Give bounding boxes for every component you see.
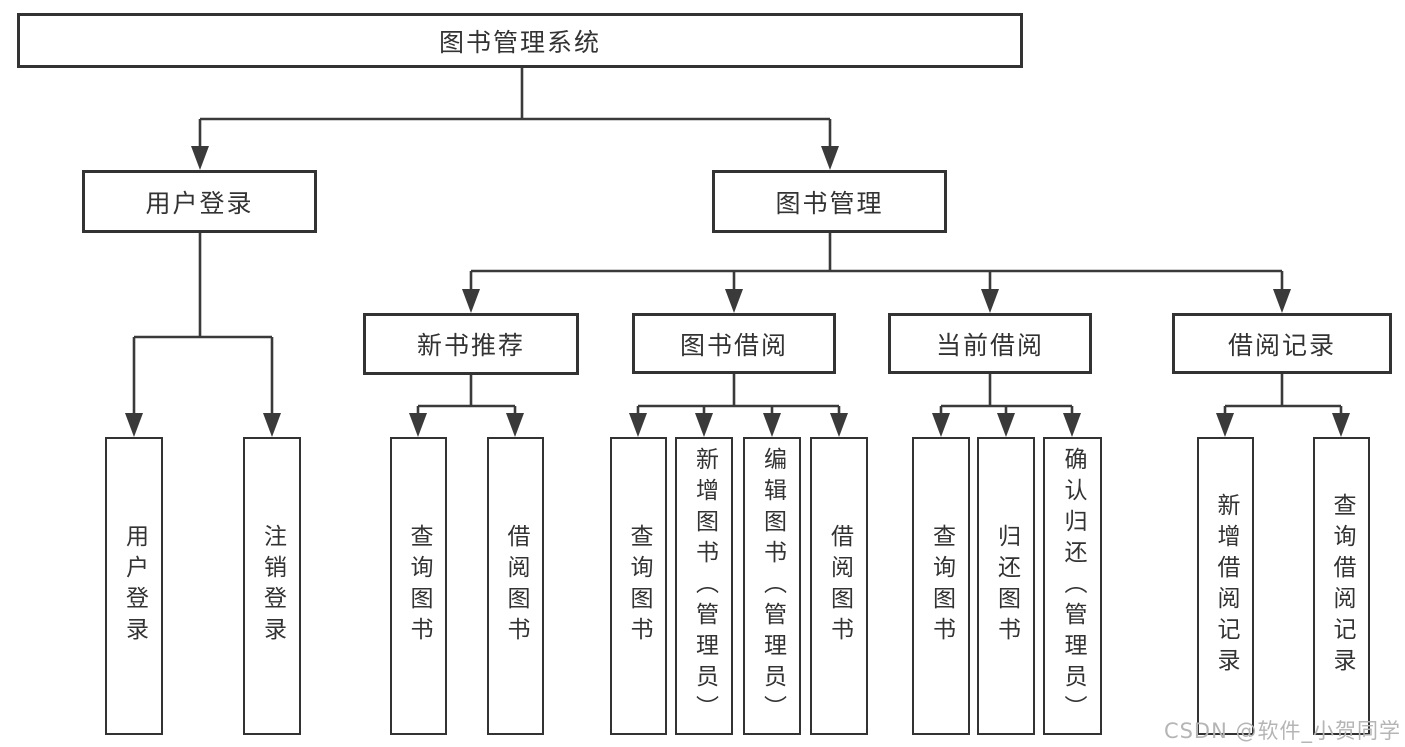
leaf-query-books-1: 查询图书 (390, 437, 447, 735)
node-label: 查询图书 (626, 524, 652, 648)
leaf-query-books-2: 查询图书 (610, 437, 667, 735)
leaf-logout: 注销登录 (243, 437, 301, 735)
leaf-add-book-admin: 新增图书（管理员） (675, 437, 733, 735)
node-label: 查询图书 (406, 524, 432, 648)
node-label: 当前借阅 (935, 330, 1044, 360)
node-borrowing-records: 借阅记录 (1172, 313, 1392, 374)
leaf-return-book: 归还图书 (977, 437, 1035, 735)
node-label: 查询图书 (928, 524, 955, 648)
node-label: 新增图书（管理员） (691, 446, 718, 726)
node-user-login: 用户登录 (82, 170, 317, 233)
node-label: 用户登录 (145, 188, 254, 218)
node-label: 注销登录 (259, 524, 286, 648)
csdn-watermark: CSDN @软件_小贺同学 (1163, 719, 1401, 743)
leaf-borrow-books-2: 借阅图书 (810, 437, 868, 735)
node-label: 用户登录 (121, 524, 148, 648)
node-label: 查询借阅记录 (1329, 493, 1355, 679)
leaf-edit-book-admin: 编辑图书（管理员） (743, 437, 801, 735)
node-label: 借阅图书 (503, 524, 529, 648)
node-book-management: 图书管理 (712, 170, 947, 233)
leaf-borrow-books-1: 借阅图书 (487, 437, 544, 735)
node-new-book-recommendation: 新书推荐 (363, 313, 579, 375)
leaf-query-borrow-record: 查询借阅记录 (1313, 437, 1370, 735)
node-label: 图书借阅 (679, 330, 788, 360)
leaf-confirm-return-admin: 确认归还（管理员） (1043, 437, 1102, 735)
node-label: 新书推荐 (416, 331, 525, 360)
leaf-add-borrow-record: 新增借阅记录 (1197, 437, 1254, 735)
node-label: 归还图书 (993, 524, 1020, 648)
node-label: 图书管理系统 (438, 27, 601, 57)
node-label: 编辑图书（管理员） (759, 446, 786, 726)
leaf-user-login: 用户登录 (105, 437, 163, 735)
node-label: 借阅图书 (826, 524, 853, 648)
leaf-query-books-3: 查询图书 (912, 437, 970, 735)
node-library-management-system: 图书管理系统 (17, 13, 1023, 68)
node-label: 借阅记录 (1227, 330, 1336, 360)
node-label: 新增借阅记录 (1213, 493, 1239, 679)
node-label: 图书管理 (775, 188, 884, 218)
node-current-borrowing: 当前借阅 (888, 313, 1092, 374)
node-label: 确认归还（管理员） (1060, 446, 1086, 726)
node-book-borrowing: 图书借阅 (632, 313, 836, 374)
